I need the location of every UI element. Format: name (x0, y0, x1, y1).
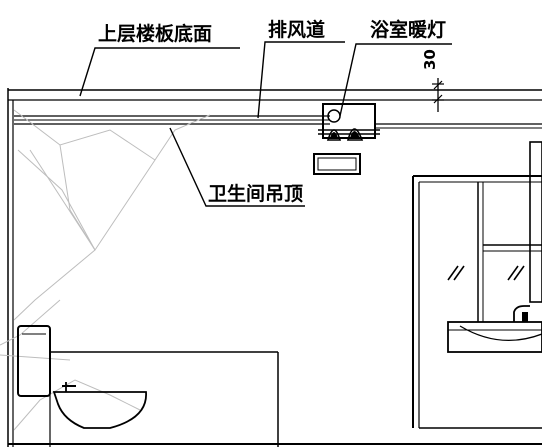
label-floor-slab: 上层楼板底面 (98, 22, 212, 45)
wall-hatching (0, 109, 211, 431)
vanity-cabinet (412, 141, 542, 428)
toilet (17, 325, 279, 447)
ceiling-vent-grille (313, 153, 361, 175)
exhaust-duct (14, 115, 542, 129)
label-ceiling: 卫生间吊顶 (208, 182, 303, 205)
bath-heater (318, 103, 380, 141)
leader-lines (79, 41, 452, 207)
label-bath-heater: 浴室暖灯 (370, 18, 446, 41)
dimension-marker (432, 78, 444, 112)
floor-slab (8, 89, 542, 101)
label-dimension: 30 (421, 49, 439, 70)
washbasin (419, 305, 542, 429)
label-exhaust-duct: 排风道 (268, 18, 325, 41)
left-wall (7, 88, 14, 447)
